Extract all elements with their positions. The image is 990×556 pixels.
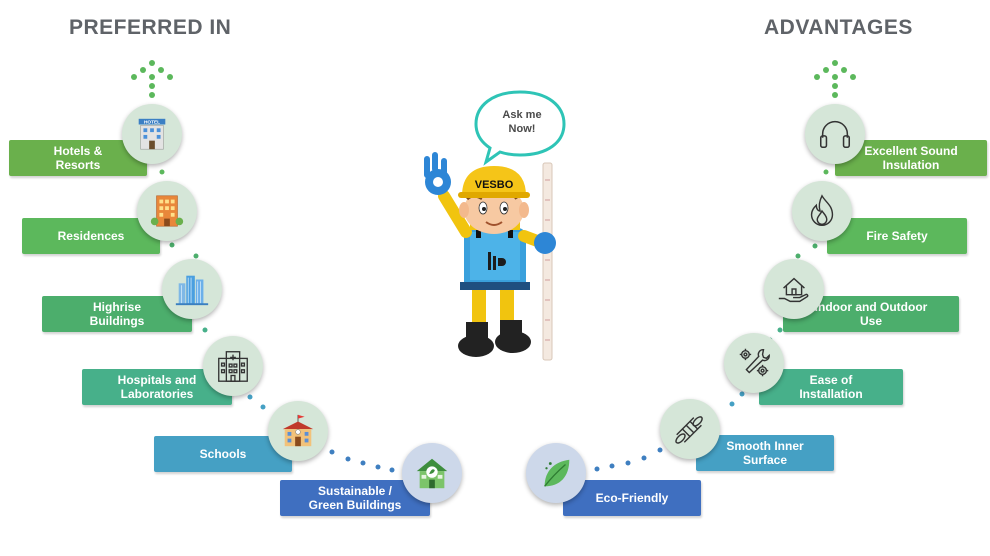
right-sprinkle-dots	[814, 60, 856, 98]
label-smooth-inner-surface: Smooth Inner Surface	[696, 435, 834, 471]
tools-gears-icon	[724, 333, 784, 393]
highrise-icon	[162, 259, 222, 319]
hospital-icon	[203, 336, 263, 396]
house-hand-icon	[764, 259, 824, 319]
label-residences: Residences	[22, 218, 160, 254]
fire-icon	[792, 181, 852, 241]
leaf-icon	[526, 443, 586, 503]
pipe-icon	[660, 399, 720, 459]
svg-text:HOTEL: HOTEL	[144, 120, 160, 126]
speech-bubble-text: Ask me Now!	[502, 109, 542, 135]
advantages-heading: ADVANTAGES	[764, 16, 913, 39]
label-green-buildings: Sustainable / Green Buildings	[280, 480, 430, 516]
label-ease-of-installation: Ease of Installation	[759, 369, 903, 405]
preferred-in-heading: PREFERRED IN	[69, 16, 232, 39]
headphones-icon	[805, 104, 865, 164]
ruler-pipe	[542, 162, 553, 361]
speech-bubble	[474, 90, 566, 166]
label-fire-safety: Fire Safety	[827, 218, 967, 254]
residence-building-icon	[137, 181, 197, 241]
hotel-icon: HOTEL	[122, 104, 182, 164]
green-building-icon	[402, 443, 462, 503]
label-eco-friendly: Eco-Friendly	[563, 480, 701, 516]
helmet-brand-text: VESBO	[475, 179, 514, 191]
school-icon	[268, 401, 328, 461]
label-schools: Schools	[154, 436, 292, 472]
left-sprinkle-dots	[131, 60, 173, 98]
right-arc-dots	[594, 169, 829, 472]
